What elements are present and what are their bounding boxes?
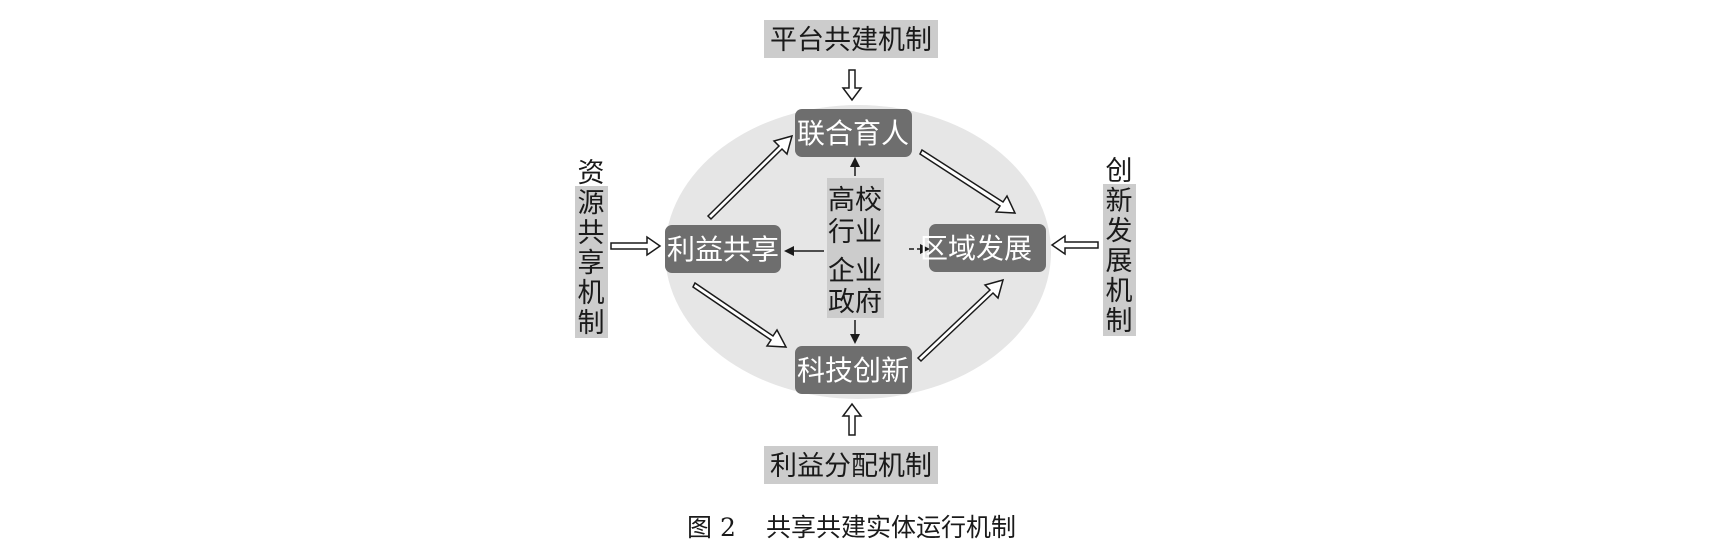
hollow-arrow-left (1050, 234, 1099, 256)
left-mechanism-char: 共 (578, 218, 605, 249)
left-mechanism-char: 资 (578, 158, 605, 189)
node-right-box (929, 224, 1046, 272)
cycle-arrow-top-to-right (919, 148, 1017, 214)
node-top-label: 联合育人 (797, 117, 909, 150)
figure-number: 图 2 (687, 513, 736, 542)
left-mechanism-char: 享 (578, 248, 605, 279)
figure-title: 共享共建实体运行机制 (766, 513, 1016, 542)
right-mechanism-bg (1103, 184, 1136, 336)
center-line: 行业 (828, 217, 882, 248)
top-mechanism-bg (764, 20, 938, 58)
node-bottom-box (795, 346, 912, 394)
center-box-bg (827, 178, 884, 318)
cycle-arrow-bottom-to-right (916, 278, 1005, 363)
bottom-mechanism-bg (764, 446, 938, 484)
cycle-arrow-left-to-bottom (692, 281, 788, 348)
right-mechanism-char: 机 (1106, 276, 1133, 307)
node-bottom-label: 科技创新 (797, 354, 909, 387)
top-mechanism-label: 平台共建机制 (770, 25, 932, 56)
left-mechanism-label: 资 源 共 享 机 制 (578, 158, 605, 339)
node-right-label: 区域发展 (920, 232, 1032, 265)
center-stakeholders: 高校 行业 企业 政府 (828, 185, 882, 318)
left-mechanism-char: 机 (578, 278, 605, 309)
center-line: 政府 (828, 287, 882, 318)
hollow-arrow-right (610, 235, 662, 257)
bottom-mechanism-label: 利益分配机制 (770, 451, 932, 482)
right-mechanism-char: 展 (1106, 246, 1133, 277)
center-line: 企业 (828, 256, 882, 287)
node-left-box (665, 225, 781, 273)
right-mechanism-char: 新 (1106, 186, 1133, 217)
left-mechanism-char: 源 (578, 188, 605, 219)
left-mechanism-bg (575, 186, 608, 338)
right-mechanism-char: 发 (1106, 216, 1133, 247)
node-left-label: 利益共享 (667, 233, 779, 266)
cycle-arrow-left-to-top (706, 134, 794, 221)
hollow-arrow-down (841, 69, 863, 102)
left-mechanism-char: 制 (578, 308, 605, 339)
hollow-arrow-up (841, 402, 863, 436)
node-top-box (795, 109, 912, 157)
center-line: 高校 (828, 185, 882, 216)
right-mechanism-char: 创 (1106, 156, 1133, 187)
right-mechanism-char: 制 (1106, 306, 1133, 337)
right-mechanism-label: 创 新 发 展 机 制 (1106, 156, 1133, 337)
